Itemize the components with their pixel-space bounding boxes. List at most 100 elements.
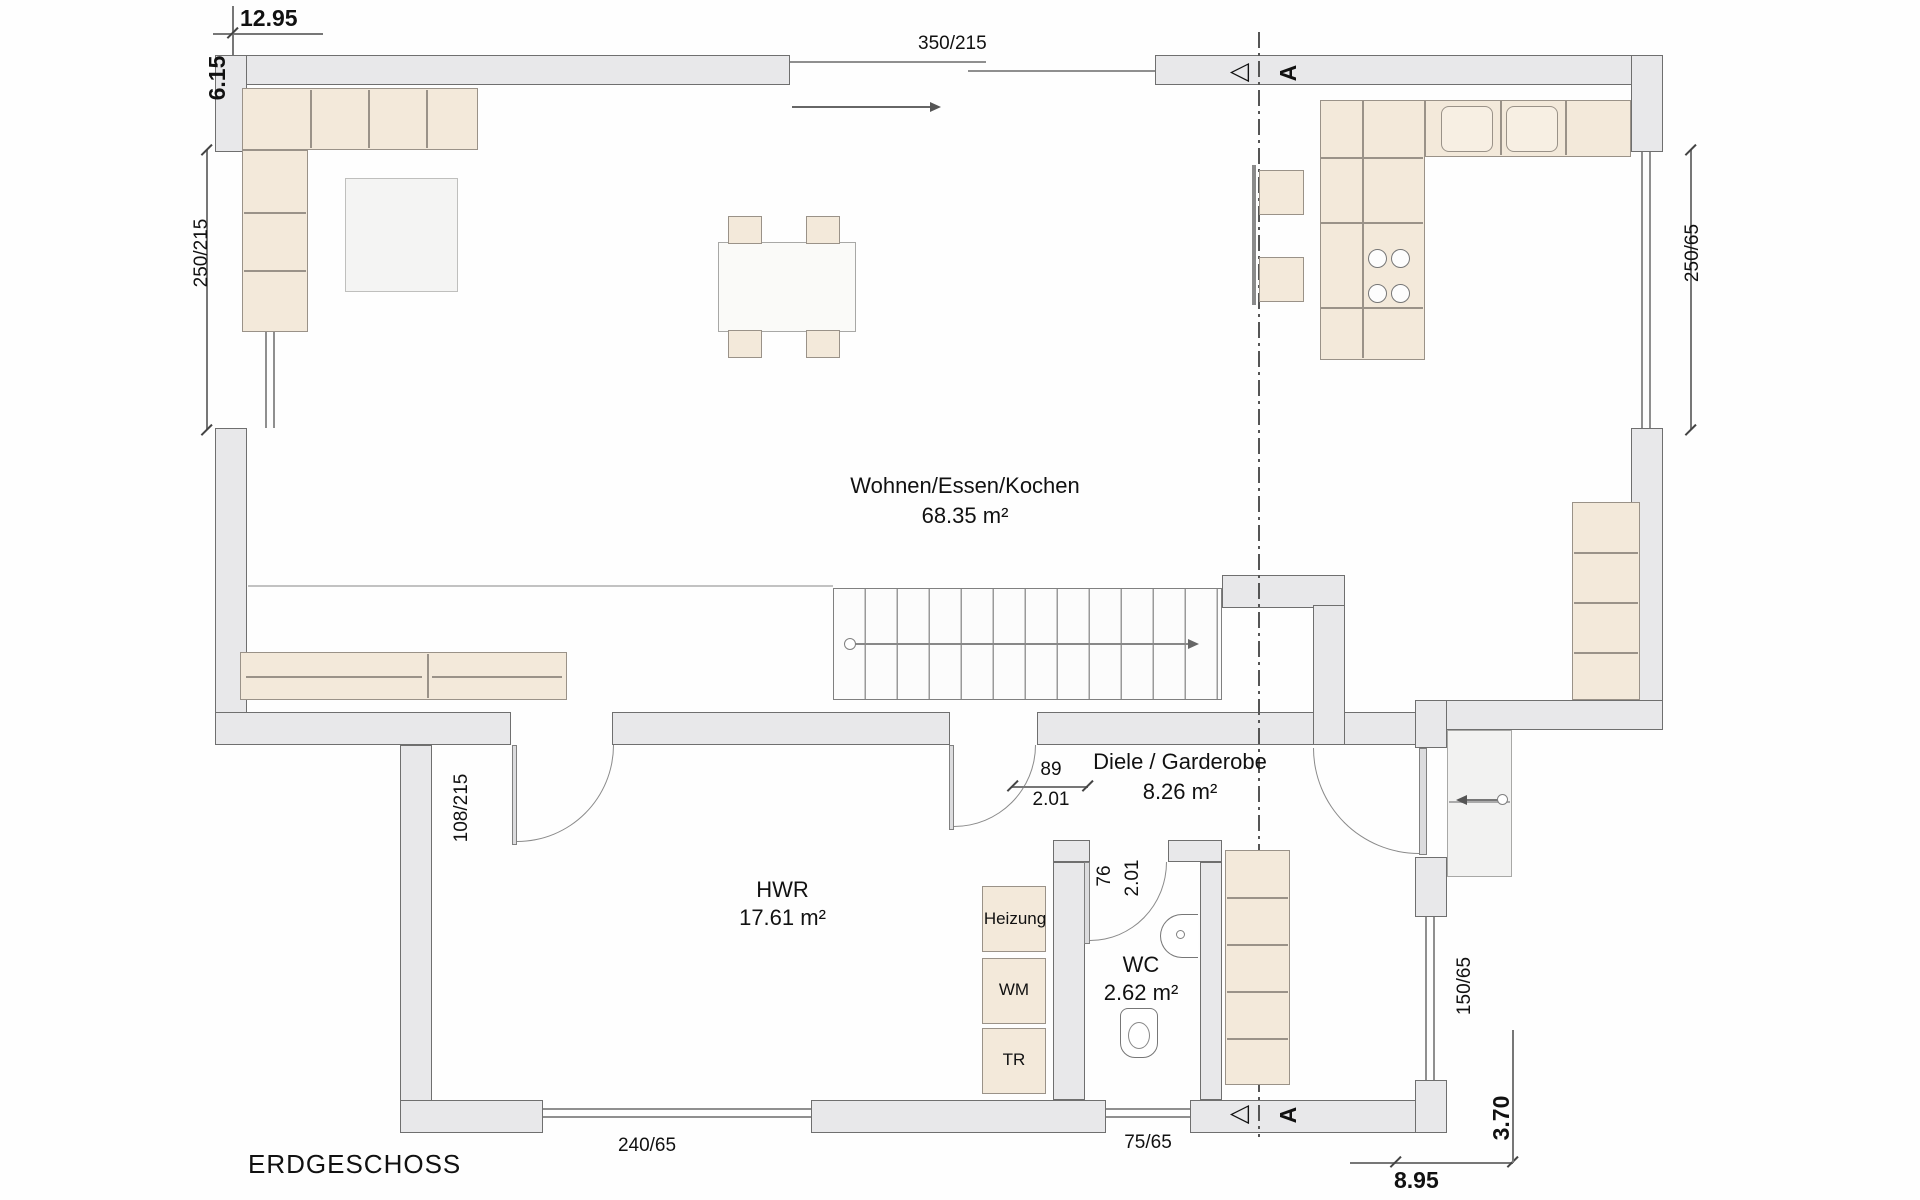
floor-title: ERDGESCHOSS [248, 1149, 462, 1179]
room-living-area: 68.35 m² [921, 503, 1009, 528]
wall-wc-left [1053, 862, 1085, 1100]
wall-bottom-b [811, 1100, 1106, 1133]
slide-arrow-line [792, 106, 932, 108]
wall-wc-top-right [1168, 840, 1222, 862]
door-hall-leaf [949, 745, 954, 830]
dim-line-window-left [206, 150, 208, 430]
dim-line-lower-height [1512, 1030, 1514, 1163]
section-letter-bottom: A [1275, 1106, 1301, 1124]
sofa-left [242, 150, 308, 332]
dim-wc-door-width: 76 [1094, 865, 1115, 887]
wall-right-lower-c [1415, 1080, 1447, 1133]
room-hwr-area: 17.61 m² [739, 905, 826, 930]
wall-hall-stub [1313, 605, 1345, 745]
kitchen-sink [1441, 106, 1493, 152]
wall-kitchen-bottom [1423, 700, 1663, 730]
dim-lower-height: 3.70 [1488, 1095, 1514, 1141]
section-letter-top: A [1275, 64, 1301, 82]
entry-arrow-circle [1497, 794, 1508, 805]
dim-line-overall-width [213, 33, 323, 35]
hall-wardrobe [1225, 850, 1290, 1085]
wall-top-right [1155, 55, 1663, 85]
wall-living-bottom-b [612, 712, 950, 745]
wall-bottom-c [1190, 1100, 1447, 1133]
wall-hall-top [1222, 575, 1345, 608]
heating-unit [982, 886, 1046, 952]
wc-washbasin-drain [1176, 930, 1185, 939]
wall-right-lower-b [1415, 857, 1447, 917]
sofa-seam [244, 270, 306, 272]
shelf-line [1574, 652, 1638, 654]
dryer [982, 1028, 1046, 1094]
entry-stoop-line [1449, 801, 1510, 803]
room-wc-name: WC [1122, 952, 1160, 977]
wall-wc-right [1200, 862, 1222, 1100]
room-living-name: Wohnen/Essen/Kochen [850, 473, 1080, 498]
dining-table [718, 242, 856, 332]
dim-window-top: 350/215 [918, 33, 987, 54]
wall-bottom-a [400, 1100, 543, 1133]
sofa-seam [310, 90, 312, 148]
dim-line-window-right [1690, 150, 1692, 430]
room-hall-name: Diele / Garderobe [1093, 749, 1267, 774]
dining-chair [806, 216, 840, 244]
section-line [1258, 32, 1260, 1137]
dim-window-left: 250/215 [191, 218, 212, 288]
sofa-seam [426, 90, 428, 148]
dim-door-hwr: 108/215 [451, 773, 472, 843]
window-bottom-left-glazing-1 [543, 1108, 811, 1110]
dim-hall-door-height: 2.01 [1032, 789, 1070, 810]
kitchen-cell-line [1565, 101, 1567, 155]
window-bottom-right-glazing-1 [1106, 1108, 1190, 1110]
washing-machine [982, 958, 1046, 1024]
kitchen-cell-line [1500, 101, 1502, 155]
room-wc-area: 2.62 m² [1103, 980, 1179, 1005]
room-hwr-name: HWR [756, 877, 809, 902]
kitchen-cell-line [1321, 307, 1423, 309]
dim-window-right: 250/65 [1682, 223, 1703, 283]
sideboard-shelf-line [246, 676, 422, 678]
window-right-lower-glazing-2 [1433, 917, 1435, 1080]
cooktop-burner [1368, 249, 1387, 268]
wardrobe-shelf-line [1227, 897, 1288, 899]
kitchen-cell-line [1362, 101, 1364, 358]
door-hwr-arc [517, 745, 614, 842]
dim-window-bottom-left: 240/65 [617, 1135, 677, 1156]
dim-lower-width: 8.95 [1394, 1167, 1439, 1193]
wall-wc-top-left [1053, 840, 1090, 862]
heating-label: Heizung [983, 909, 1047, 928]
slide-arrow-icon [930, 101, 941, 112]
bar-stool [1259, 170, 1304, 215]
cooktop-burner [1368, 284, 1387, 303]
wall-lower-left [400, 745, 432, 1133]
sofa-seam [368, 90, 370, 148]
washing-machine-label: WM [998, 980, 1030, 999]
dim-hall-door-width: 89 [1040, 759, 1062, 780]
wc-toilet-bowl [1128, 1022, 1150, 1049]
entry-arrow-line [1464, 799, 1498, 801]
window-top-pane-1 [790, 61, 986, 63]
kitchen-cell-line [1321, 222, 1423, 224]
dining-chair [728, 216, 762, 244]
sofa-seam [244, 212, 306, 214]
entry-arrow-icon [1456, 794, 1467, 805]
sofa-top [242, 88, 478, 150]
room-hall-area: 8.26 m² [1142, 779, 1218, 804]
wall-right-upper [1631, 55, 1663, 152]
window-bottom-left-glazing-2 [543, 1116, 811, 1118]
living-stair-edge-line [248, 585, 833, 587]
shelf-line [1574, 602, 1638, 604]
door-hwr-leaf [512, 745, 517, 845]
dim-window-bottom-right: 75/65 [1124, 1132, 1172, 1153]
dining-chair [806, 330, 840, 358]
door-entry-arc [1313, 748, 1419, 854]
dining-chair [728, 330, 762, 358]
cooktop-burner [1391, 249, 1410, 268]
window-top-pane-2 [968, 70, 1155, 72]
wardrobe-shelf-line [1227, 1038, 1288, 1040]
dim-line-hall-door [1012, 786, 1088, 788]
wall-left-upper [215, 55, 247, 152]
section-arrow-top-icon: ◁ [1230, 57, 1250, 85]
wall-living-bottom-a [215, 712, 511, 745]
